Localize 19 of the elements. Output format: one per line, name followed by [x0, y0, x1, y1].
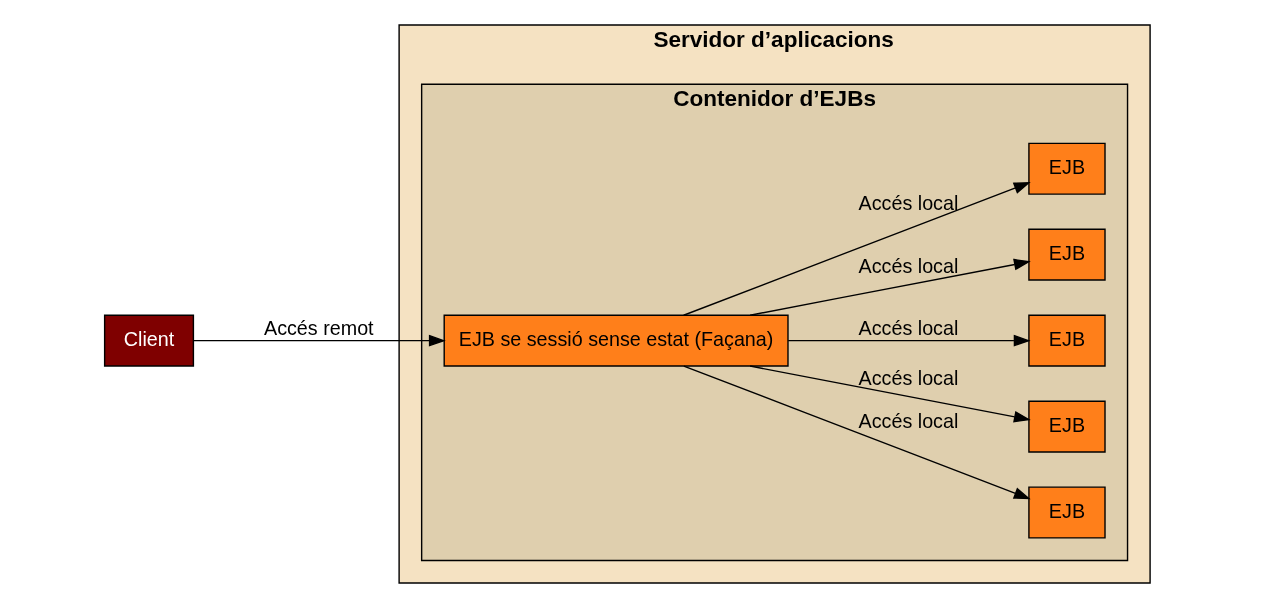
node-box: EJB: [1028, 142, 1106, 195]
edge-label: Accés remot: [264, 317, 374, 340]
edge-label: Accés local: [858, 255, 959, 278]
node-box: EJB: [1028, 314, 1106, 367]
edge-label: Accés local: [858, 366, 959, 389]
edge-label: Accés local: [858, 191, 959, 214]
node-box: EJB se sessió sense estat (Façana): [443, 314, 789, 367]
arrow: [787, 334, 1031, 347]
arrow: [192, 334, 446, 347]
node-box: EJB: [1028, 486, 1106, 539]
node-box: EJB: [1028, 228, 1106, 281]
arrow: [683, 365, 1031, 500]
arrow: [749, 258, 1031, 316]
arrow: [749, 365, 1031, 423]
edge-label: Accés local: [858, 410, 959, 433]
node-box: EJB: [1028, 400, 1106, 453]
edge-label: Accés local: [858, 317, 959, 340]
node-box: Client: [103, 314, 195, 367]
arrow: [682, 182, 1031, 316]
